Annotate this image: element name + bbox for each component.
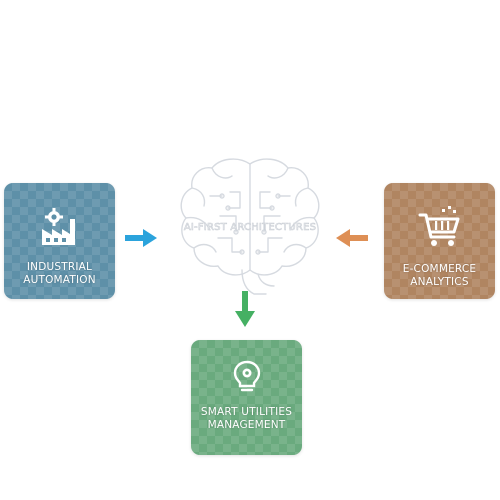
card-label: SMART UTILITIES MANAGEMENT: [191, 406, 302, 432]
arrow-down-icon: [235, 291, 255, 327]
brain-circuit-icon: [180, 158, 320, 295]
arrow-right-icon: [125, 229, 157, 247]
shopping-cart-icon: [418, 206, 459, 246]
card-label: INDUSTRIAL AUTOMATION: [4, 261, 115, 287]
smart-utilities-card[interactable]: SMART UTILITIES MANAGEMENT: [191, 340, 302, 455]
industrial-automation-card[interactable]: INDUSTRIAL AUTOMATION: [4, 183, 115, 299]
card-label-line-1: INDUSTRIAL: [26, 261, 93, 273]
lightbulb-icon: [233, 360, 260, 392]
card-label-line-2: MANAGEMENT: [207, 419, 286, 431]
card-label-line-1: E-COMMERCE: [402, 263, 477, 275]
card-label-line-2: AUTOMATION: [23, 274, 96, 286]
arrow-left-icon: [336, 229, 368, 247]
factory-gear-icon: [41, 208, 75, 245]
card-label: E-COMMERCE ANALYTICS: [384, 263, 495, 289]
card-label-line-2: ANALYTICS: [410, 276, 469, 288]
center-title: AI-FIRST ARCHITECTURES: [183, 222, 317, 234]
card-label-line-1: SMART UTILITIES: [200, 406, 293, 418]
ecommerce-analytics-card[interactable]: E-COMMERCE ANALYTICS: [384, 183, 495, 299]
